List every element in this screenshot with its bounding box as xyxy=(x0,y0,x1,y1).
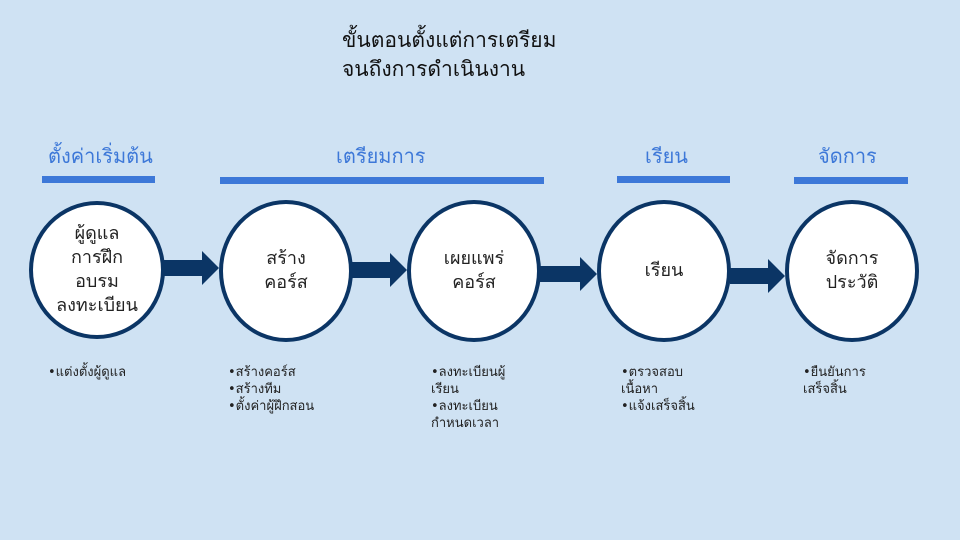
stage-label-setup: ตั้งค่าเริ่มต้น xyxy=(48,144,153,168)
note-line: •แต่งตั้งผู้ดูแล xyxy=(48,365,127,380)
node-publish-course: เผยแพร่ คอร์ส xyxy=(407,200,541,342)
note-line: •สร้างทีม xyxy=(228,382,282,397)
node-publish-course-line-2: คอร์ส xyxy=(452,272,496,293)
note-line: เรียน xyxy=(431,382,459,397)
note-line: เนื้อหา xyxy=(621,382,659,397)
node-manage-history: จัดการ ประวัติ xyxy=(785,200,919,342)
notes-learn: •ตรวจสอบ เนื้อหา •แจ้งเสร็จสิ้น xyxy=(621,364,695,415)
node-create-course-line-2: คอร์ส xyxy=(264,272,308,293)
arrow-icon xyxy=(164,251,219,285)
note-line: •ตรวจสอบ xyxy=(621,365,684,380)
note-line: •ลงทะเบียนผู้ xyxy=(431,365,506,380)
title-line-2: จนถึงการดำเนินงาน xyxy=(342,57,526,81)
notes-admin: •แต่งตั้งผู้ดูแล xyxy=(48,364,126,381)
note-line: •สร้างคอร์ส xyxy=(228,365,296,380)
stage-label-prepare: เตรียมการ xyxy=(336,144,426,168)
note-line: •ยืนยันการ xyxy=(803,365,866,380)
page-title: ขั้นตอนตั้งแต่การเตรียม จนถึงการดำเนินงา… xyxy=(342,26,642,84)
notes-publish-course: •ลงทะเบียนผู้ เรียน •ลงทะเบียน กำหนดเวลา xyxy=(431,364,505,432)
node-manage-history-line-2: ประวัติ xyxy=(825,272,879,293)
node-create-course: สร้าง คอร์ส xyxy=(219,200,353,342)
stage-bar-prepare xyxy=(220,177,544,184)
stage-bar-manage xyxy=(794,177,908,184)
arrow-icon xyxy=(352,253,407,287)
stage-label-learn: เรียน xyxy=(645,144,688,168)
node-manage-history-line-1: จัดการ xyxy=(825,248,879,269)
stage-bar-learn xyxy=(617,176,730,183)
stage-label-manage: จัดการ xyxy=(818,144,877,168)
node-admin: ผู้ดูแล การฝึก อบรม ลงทะเบียน xyxy=(29,201,165,339)
note-line: •ตั้งค่าผู้ฝึกสอน xyxy=(228,399,315,414)
node-admin-line-3: อบรม xyxy=(75,271,119,292)
notes-manage-history: •ยืนยันการ เสร็จสิ้น xyxy=(803,364,866,398)
node-admin-line-2: การฝึก xyxy=(70,247,124,268)
node-learn: เรียน xyxy=(597,200,731,342)
stage-bar-setup xyxy=(42,176,155,183)
arrow-icon xyxy=(730,259,785,293)
notes-create-course: •สร้างคอร์ส •สร้างทีม •ตั้งค่าผู้ฝึกสอน xyxy=(228,364,314,415)
note-line: •ลงทะเบียน xyxy=(431,399,498,414)
title-line-1: ขั้นตอนตั้งแต่การเตรียม xyxy=(342,28,557,52)
arrow-icon xyxy=(540,257,597,291)
note-line: •แจ้งเสร็จสิ้น xyxy=(621,399,695,414)
note-line: กำหนดเวลา xyxy=(431,416,500,431)
node-create-course-line-1: สร้าง xyxy=(266,248,306,269)
node-admin-line-4: ลงทะเบียน xyxy=(56,295,138,316)
node-learn-line-1: เรียน xyxy=(644,260,684,281)
node-admin-line-1: ผู้ดูแล xyxy=(74,223,120,244)
node-publish-course-line-1: เผยแพร่ xyxy=(443,248,505,269)
note-line: เสร็จสิ้น xyxy=(803,382,847,397)
